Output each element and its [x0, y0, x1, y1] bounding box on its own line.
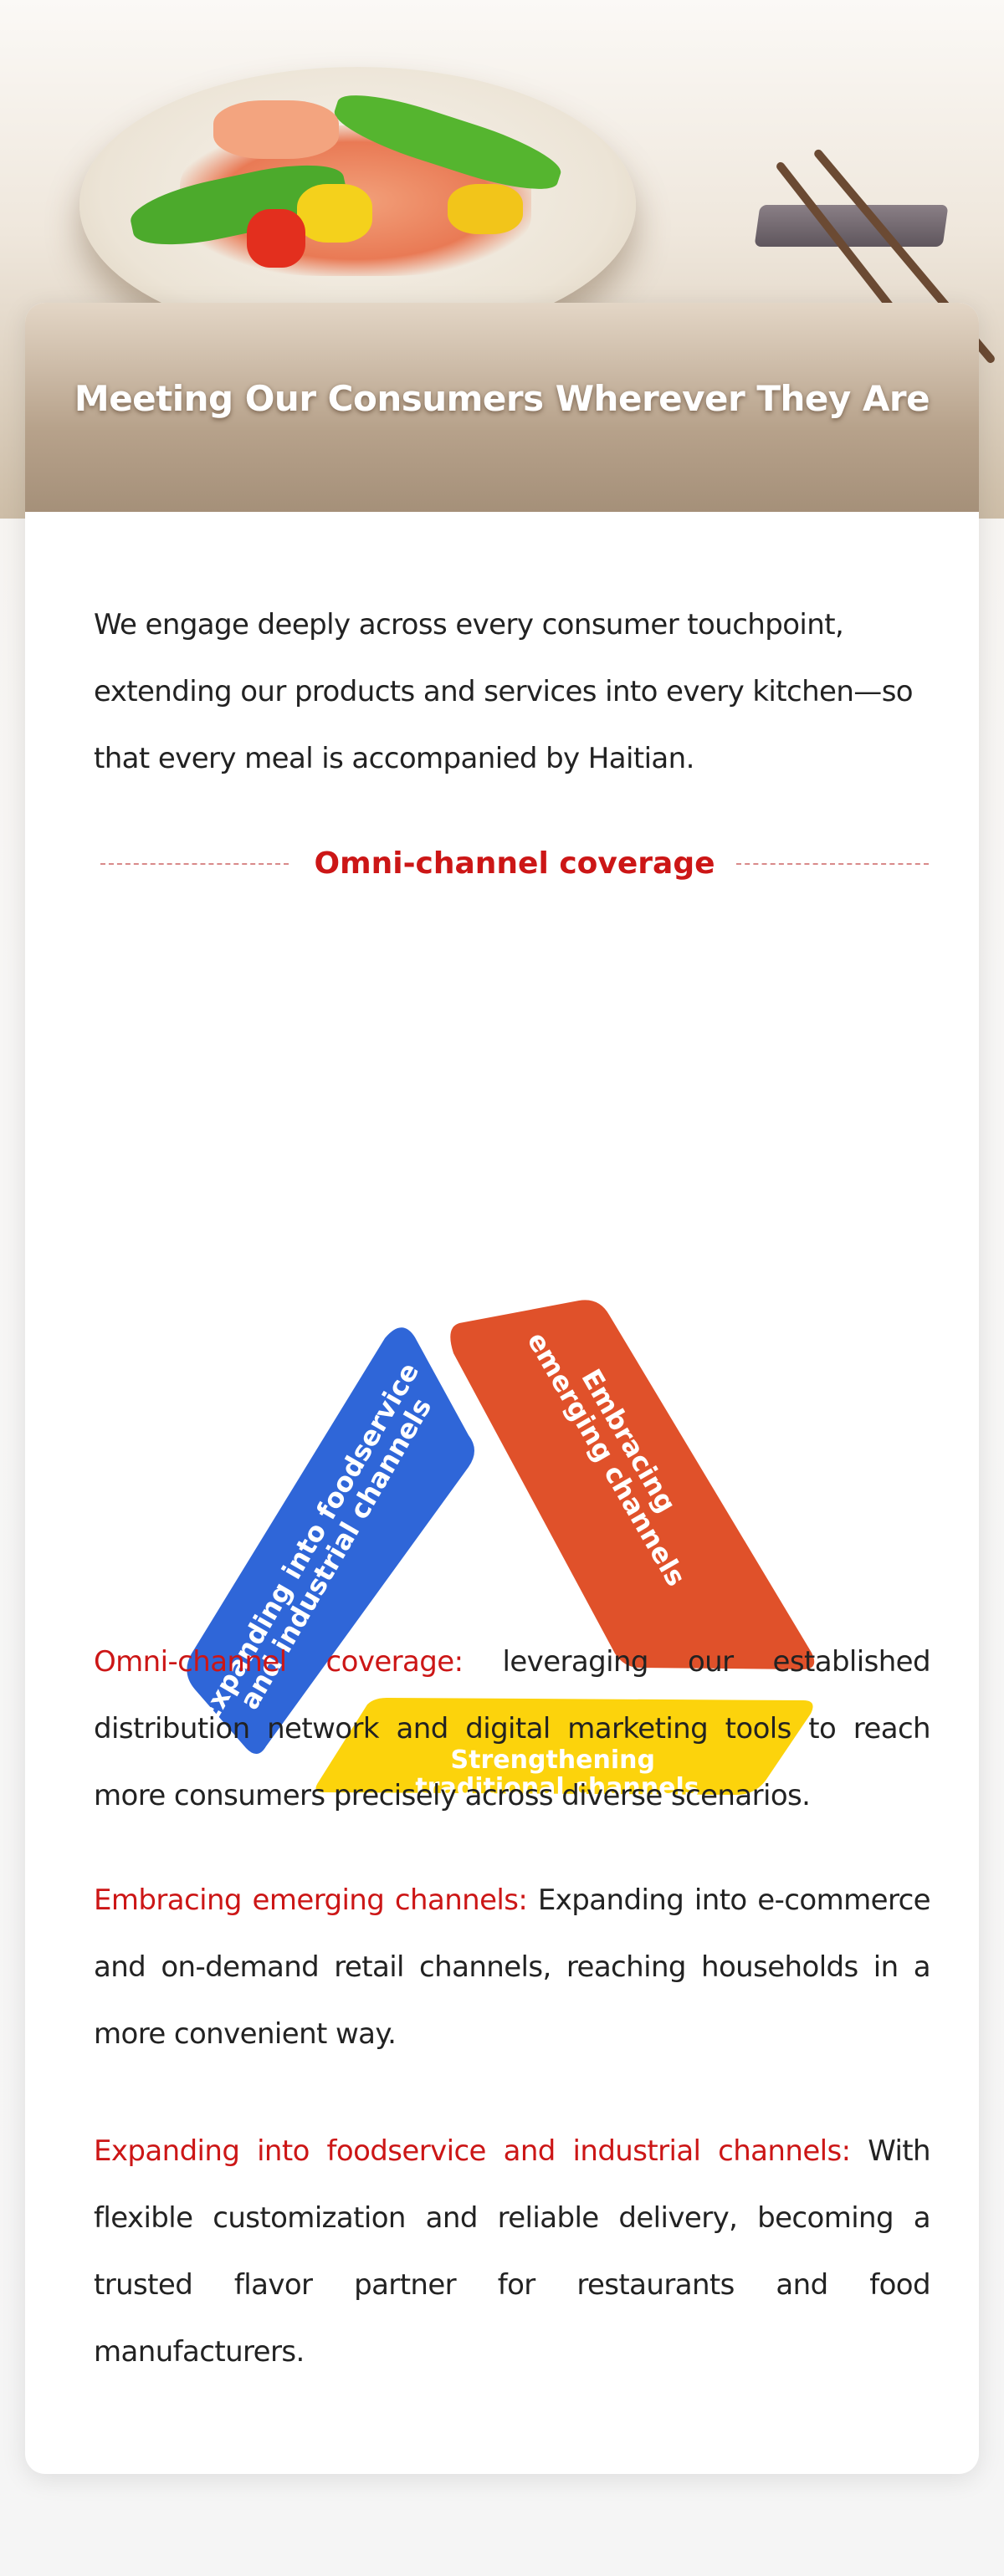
content-card: Meeting Our Consumers Wherever They Are …	[25, 303, 979, 2474]
paragraph-omni-channel: Omni-channel coverage: leveraging our es…	[94, 1628, 931, 1829]
segment-traditional	[315, 1698, 813, 1795]
divider-left	[100, 863, 289, 865]
paragraph-emerging: Embracing emerging channels: Expanding i…	[94, 1867, 931, 2067]
food-plate-image	[79, 67, 636, 343]
paragraph-text: With flexible customization and reliable…	[94, 2134, 931, 2369]
page-title: Meeting Our Consumers Wherever They Are	[74, 378, 930, 419]
segment-emerging	[450, 1300, 815, 1669]
paragraph-text: Expanding into e-commerce and on-demand …	[94, 1883, 931, 2051]
section-heading: Omni-channel coverage	[100, 838, 929, 888]
intro-paragraph: We engage deeply across every consumer t…	[94, 608, 914, 775]
segment-foodservice-industrial	[187, 1327, 474, 1755]
segment-label-traditional: Strengthening traditional channels	[415, 1745, 699, 1802]
segment-label-traditional-line2: traditional channels	[415, 1773, 699, 1802]
segment-label-traditional-line1: Strengthening	[451, 1745, 655, 1775]
section-title: Omni-channel coverage	[314, 846, 715, 881]
paragraph-text: leveraging our established distribution …	[94, 1645, 931, 1812]
paragraph-foodservice: Expanding into foodservice and industria…	[94, 2118, 931, 2385]
paragraph-label: Omni-channel coverage:	[94, 1645, 464, 1679]
card-banner	[25, 303, 979, 512]
paragraph-label: Expanding into foodservice and industria…	[94, 2134, 851, 2168]
divider-right	[736, 863, 929, 865]
channel-triangle-diagram: Expanding into foodservice and industria…	[187, 1300, 815, 1802]
chopstick-rest-image	[754, 205, 949, 247]
paragraph-label: Embracing emerging channels:	[94, 1883, 528, 1917]
